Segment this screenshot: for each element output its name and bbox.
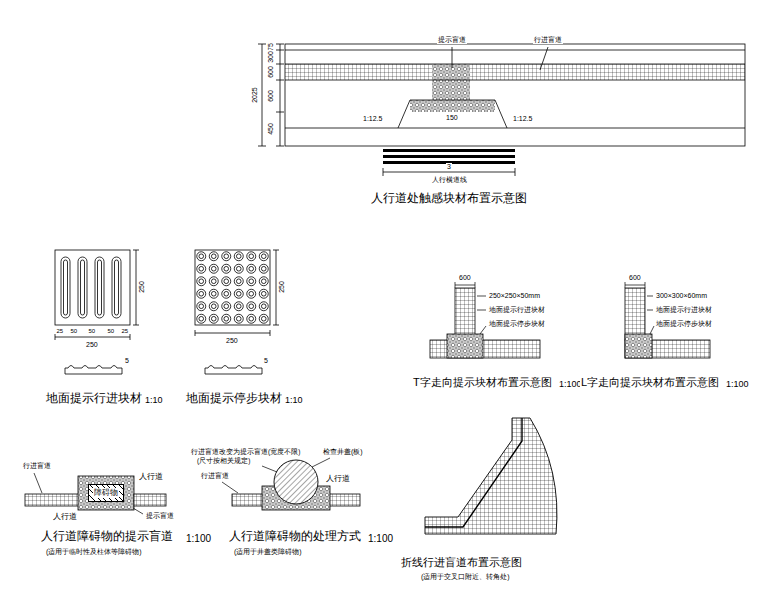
drawing-title: 人行道处触感块材布置示意图 [370,192,528,206]
dimension-label: 250 [278,280,286,294]
dimension-label: 450 [267,122,275,136]
area-label: 人行道 [138,472,164,481]
callout-label: 提示盲道 [145,512,175,520]
dimension-label: 50 [88,328,97,335]
area-label: 人行道 [52,512,78,521]
obstacle-plan [25,473,166,514]
slope-label: 1:12.5 [512,115,533,123]
callout-label: 行进盲道 [200,472,230,480]
drawing-title: 人行道障碍物的处理方式 [228,530,362,544]
dimension-label: 250 [85,341,99,349]
dimension-label: 5 [124,357,130,365]
scale-label: 1:100 [185,533,212,545]
manhole-plan [222,458,360,510]
scale-label: 1:100 [725,379,750,389]
slope-label: 1:12.5 [362,115,383,123]
dimension-label: 5 [263,357,269,365]
scale-label: 1:100 [558,379,583,389]
callout-label: 地面提示行进块材 [655,306,713,314]
crossing-plan [258,44,745,176]
scale-label: 1:10 [284,395,304,405]
dimension-label: 150 [445,114,459,122]
area-label: 人行道 [325,474,351,483]
dimension-label: 25 [56,328,65,335]
dimension-label: 3 [446,163,452,171]
bent-path-plan [425,418,557,534]
dimension-label: 600 [267,65,275,79]
callout-label: 人行横道线 [431,176,468,184]
note-label: (适用于交叉口附近、转角处) [420,573,511,581]
scale-label: 1:10 [144,395,164,405]
callout-label: 250×250×50mm [488,292,541,300]
drawing-title: T字走向提示块材布置示意图 [412,376,553,389]
dimension-label: 2025 [251,86,259,104]
dimension-label: 250 [138,280,146,294]
callout-label: 地面提示停步块材 [655,320,713,328]
callout-label: 地面提示停步块材 [488,320,546,328]
drawing-title: 折线行进盲道布置示意图 [400,556,523,569]
note-label: (适用于临时性及柱体等障碍物) [45,548,143,556]
callout-label: 检查井盖(板) [322,448,364,456]
drawing-title: 地面提示行进块材 [45,392,143,406]
callout-label: 行进盲道 [533,36,563,44]
drawing-title: 人行道障碍物的提示盲道 [40,530,174,544]
obstacle-label: 障碍物 [93,488,119,497]
dimension-label: 50 [70,328,79,335]
dimension-label: 300 [267,50,275,64]
dimension-label: 25 [121,328,130,335]
stop-tile [195,250,279,374]
callout-label: 300×300×60mm [655,292,708,300]
note-label: (适用于井盖类障碍物) [233,548,303,556]
travel-tile [55,250,139,374]
callout-label: 提示盲道 [437,36,467,44]
callout-label: 地面提示行进块材 [488,306,546,314]
dimension-label: 600 [458,274,472,282]
drawing-title: 地面提示停步块材 [185,392,283,406]
callout-label: 行进盲道改变为提示盲道(宽度不限) [190,448,301,455]
dimension-label: 600 [628,274,642,282]
dimension-label: 50 [107,328,116,335]
callout-label: 行进盲道 [22,462,52,470]
dimension-label: 250 [225,337,239,345]
callout-label: (尺寸按相关规定) [196,457,251,464]
obstacle-box: 障碍物 [88,484,124,502]
dimension-label: 600 [267,89,275,103]
drawing-title: L字走向提示块材布置示意图 [580,376,720,389]
scale-label: 1:100 [367,533,394,545]
